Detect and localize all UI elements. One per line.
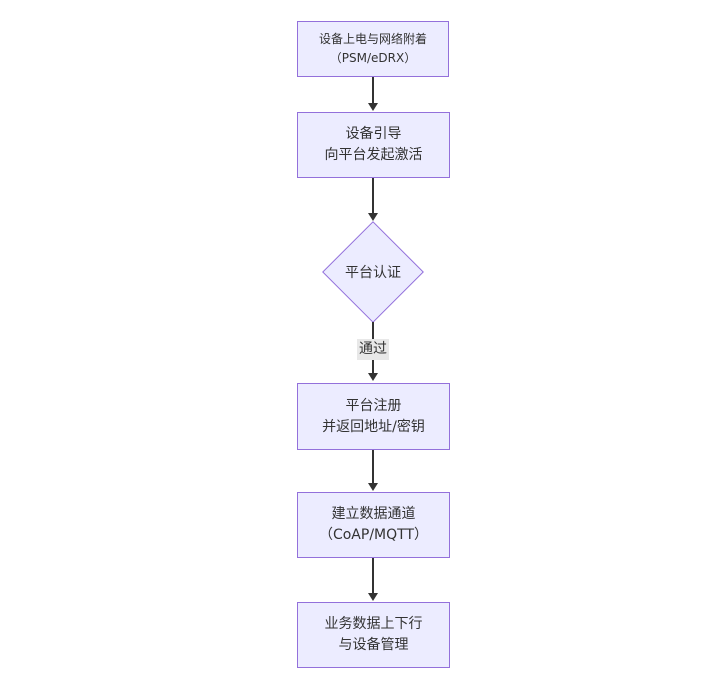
edge-line [372,450,374,483]
node-register: 平台注册 并返回地址/密钥 [297,383,450,450]
node-text-line: （CoAP/MQTT） [318,527,429,543]
edge-line [372,77,374,103]
arrow-down-icon [368,483,378,491]
node-text-line: 设备上电与网络附着 [318,31,427,46]
node-text-line: 设备引导 [345,126,402,142]
node-business-data: 业务数据上下行 与设备管理 [297,602,450,668]
node-text-line: 平台注册 [345,397,402,414]
node-text-line: 平台认证 [345,265,401,281]
node-text-line: 业务数据上下行 [324,616,423,632]
node-text-line: 并返回地址/密钥 [322,418,425,435]
arrow-down-icon [368,373,378,381]
node-text-line: 与设备管理 [338,637,409,653]
edge-label-pass: 通过 [357,339,389,360]
edge-line [372,558,374,593]
arrow-down-icon [368,103,378,111]
node-text-line: 建立数据通道 [331,506,416,522]
node-data-channel: 建立数据通道 （CoAP/MQTT） [297,492,450,558]
node-bootstrap: 设备引导 向平台发起激活 [297,112,450,178]
node-text-line: （PSM/eDRX） [329,51,417,65]
arrow-down-icon [368,593,378,601]
node-text-line: 向平台发起激活 [324,147,423,163]
arrow-down-icon [368,213,378,221]
edge-line [372,178,374,213]
node-power-attach: 设备上电与网络附着 （PSM/eDRX） [297,21,449,77]
